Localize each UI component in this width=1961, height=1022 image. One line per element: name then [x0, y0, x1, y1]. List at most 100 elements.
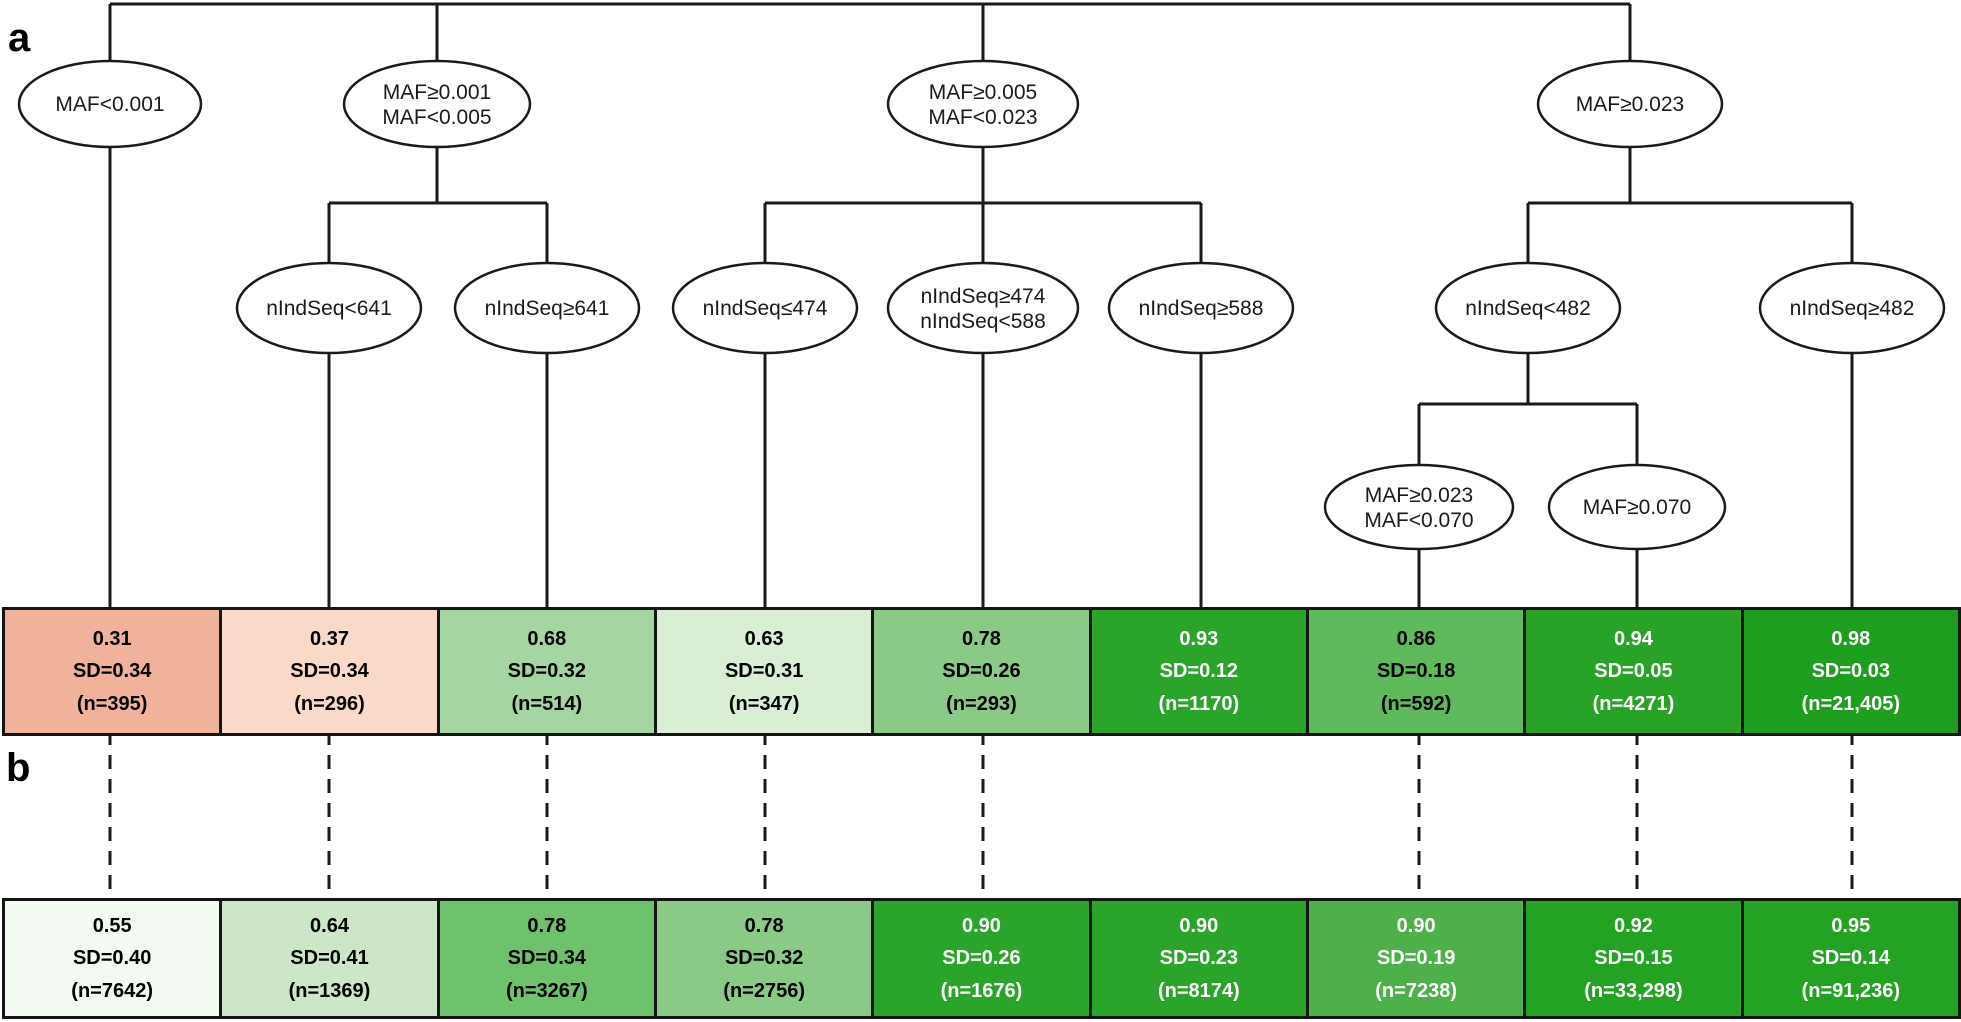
- leaf-n: (n=514): [511, 692, 583, 715]
- panel-a-label: a: [8, 16, 31, 60]
- tree-node-nindseq-ge-641: nIndSeq≥641: [453, 261, 641, 355]
- leaf-n: (n=7238): [1375, 979, 1457, 1002]
- leaf-sd: SD=0.26: [942, 947, 1021, 970]
- tree-node-nindseq-ge-588: nIndSeq≥588: [1107, 261, 1295, 355]
- leaf-sd: SD=0.31: [724, 660, 804, 683]
- node-ellipse: [886, 59, 1080, 149]
- node-label: MAF<0.070: [1364, 509, 1473, 532]
- tree-node-maf-ge-023: MAF≥0.023: [1536, 59, 1724, 149]
- leaf-value: 0.55: [92, 914, 132, 937]
- node-ellipse: [1107, 261, 1295, 355]
- leaf-value: 0.98: [1831, 627, 1871, 650]
- node-label: MAF<0.005: [382, 106, 491, 129]
- leaf-sd: SD=0.40: [72, 947, 152, 970]
- node-label: nIndSeq≥588: [1139, 297, 1264, 320]
- leaf-n: (n=91,236): [1801, 979, 1900, 1002]
- leaf-box-a2: 0.37 SD=0.34 (n=296): [219, 610, 437, 733]
- connector-lines: [108, 2, 1854, 608]
- leaf-n: (n=21,405): [1801, 692, 1900, 715]
- node-label: nIndSeq≥474: [921, 285, 1046, 308]
- leaf-sd: SD=0.32: [724, 947, 804, 970]
- tree-node-maf-lt-001: MAF<0.001: [17, 59, 203, 149]
- node-label: nIndSeq<588: [920, 310, 1046, 333]
- node-label: MAF≥0.023: [1365, 484, 1473, 507]
- tree-node-nindseq-474-588: nIndSeq≥474 nIndSeq<588: [886, 261, 1080, 355]
- node-ellipse: [453, 261, 641, 355]
- leaf-sd: SD=0.41: [290, 947, 369, 970]
- leaf-n: (n=3267): [505, 979, 588, 1002]
- leaf-sd: SD=0.05: [1594, 660, 1673, 683]
- node-ellipse: [235, 261, 423, 355]
- leaf-n: (n=2756): [723, 979, 805, 1002]
- leaf-value: 0.90: [1396, 914, 1436, 937]
- leaf-value: 0.93: [1179, 627, 1219, 650]
- leaf-sd: SD=0.12: [1159, 660, 1238, 683]
- node-label: nIndSeq≥482: [1790, 297, 1915, 320]
- node-label: MAF≥0.070: [1583, 496, 1691, 519]
- leaf-value: 0.94: [1613, 627, 1653, 650]
- node-label: MAF≥0.001: [383, 81, 491, 104]
- node-label: MAF<0.023: [928, 106, 1037, 129]
- node-ellipse: [1323, 463, 1515, 551]
- leaf-value: 0.86: [1396, 627, 1436, 650]
- node-ellipse: [1434, 261, 1622, 355]
- panel-b-leaf-row: 0.55 SD=0.40 (n=7642) 0.64 SD=0.41 (n=13…: [2, 898, 1961, 1019]
- leaf-n: (n=1369): [288, 979, 371, 1002]
- node-label: nIndSeq<641: [266, 297, 392, 320]
- leaf-sd: SD=0.26: [942, 660, 1021, 683]
- leaf-sd: SD=0.18: [1376, 660, 1456, 683]
- leaf-n: (n=296): [294, 692, 365, 715]
- leaf-sd: SD=0.19: [1376, 947, 1456, 970]
- node-label: nIndSeq<482: [1465, 297, 1591, 320]
- leaf-box-b4: 0.78 SD=0.32 (n=2756): [653, 901, 872, 1016]
- leaf-sd: SD=0.03: [1811, 660, 1890, 683]
- leaf-box-a6: 0.93 SD=0.12 (n=1170): [1088, 610, 1306, 733]
- leaf-sd: SD=0.14: [1811, 947, 1890, 970]
- tree-node-nindseq-ge-482: nIndSeq≥482: [1758, 261, 1946, 355]
- leaf-value: 0.95: [1831, 914, 1871, 937]
- tree-node-maf-001-005: MAF≥0.001 MAF<0.005: [342, 59, 532, 149]
- leaf-sd: SD=0.15: [1594, 947, 1673, 970]
- leaf-value: 0.90: [962, 914, 1001, 937]
- leaf-box-b1: 0.55 SD=0.40 (n=7642): [5, 901, 220, 1016]
- leaf-n: (n=4271): [1592, 692, 1675, 715]
- leaf-box-a7: 0.86 SD=0.18 (n=592): [1305, 610, 1524, 733]
- node-ellipse: [1547, 463, 1727, 551]
- leaf-n: (n=33,298): [1584, 979, 1683, 1002]
- leaf-value: 0.63: [744, 627, 784, 650]
- node-label: MAF≥0.005: [929, 81, 1037, 104]
- tree-node-nindseq-lt-641: nIndSeq<641: [235, 261, 423, 355]
- node-label: nIndSeq≥641: [485, 297, 610, 320]
- leaf-value: 0.78: [527, 914, 567, 937]
- leaf-sd: SD=0.34: [72, 660, 152, 683]
- leaf-box-b7: 0.90 SD=0.19 (n=7238): [1305, 901, 1524, 1016]
- node-ellipse: [1758, 261, 1946, 355]
- leaf-box-a4: 0.63 SD=0.31 (n=347): [653, 610, 872, 733]
- tree-node-nindseq-lt-482: nIndSeq<482: [1434, 261, 1622, 355]
- node-label: nIndSeq≤474: [703, 297, 828, 320]
- node-ellipse: [671, 261, 859, 355]
- leaf-n: (n=293): [946, 692, 1017, 715]
- leaf-value: 0.64: [310, 914, 349, 937]
- tree-node-nindseq-le-474: nIndSeq≤474: [671, 261, 859, 355]
- node-ellipse: [342, 59, 532, 149]
- leaf-box-b8: 0.92 SD=0.15 (n=33,298): [1523, 901, 1741, 1016]
- leaf-n: (n=8174): [1157, 979, 1240, 1002]
- node-ellipse: [1536, 59, 1724, 149]
- leaf-n: (n=395): [76, 692, 148, 715]
- node-ellipse: [886, 261, 1080, 355]
- leaf-value: 0.78: [744, 914, 784, 937]
- node-ellipse: [17, 59, 203, 149]
- tree-node-maf-023-070: MAF≥0.023 MAF<0.070: [1323, 463, 1515, 551]
- leaf-n: (n=7642): [71, 979, 154, 1002]
- leaf-n: (n=592): [1380, 692, 1452, 715]
- leaf-sd: SD=0.34: [290, 660, 369, 683]
- leaf-sd: SD=0.32: [507, 660, 587, 683]
- leaf-value: 0.68: [527, 627, 567, 650]
- tree-node-maf-ge-070: MAF≥0.070: [1547, 463, 1727, 551]
- leaf-box-a1: 0.31 SD=0.34 (n=395): [5, 610, 220, 733]
- leaf-box-b2: 0.64 SD=0.41 (n=1369): [219, 901, 437, 1016]
- node-label: MAF<0.001: [55, 93, 164, 116]
